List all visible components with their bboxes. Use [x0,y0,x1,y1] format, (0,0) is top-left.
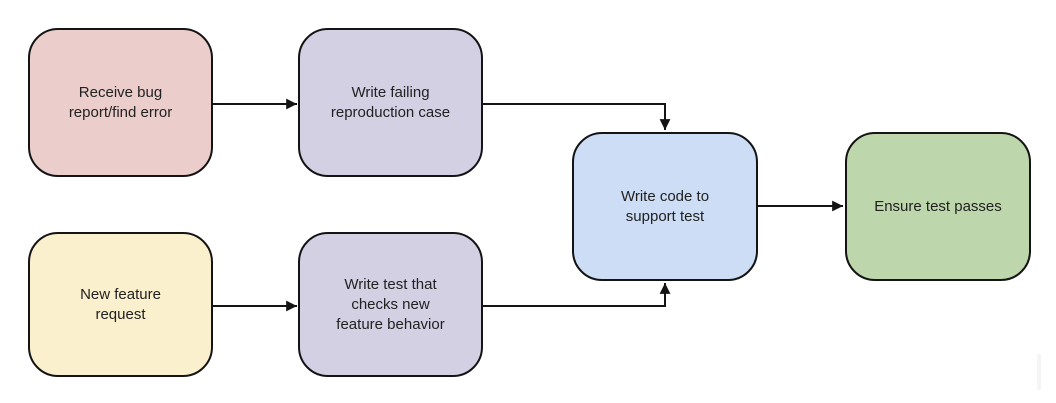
scrollbar-thumb[interactable] [1037,354,1041,390]
node-write-code-to-support-test: Write code to support test [572,132,758,281]
node-ensure-test-passes: Ensure test passes [845,132,1031,281]
node-label: New feature request [80,285,161,323]
arrow-failing-repro-to-write-code [483,103,671,130]
node-write-test-checks-new-feature: Write test that checks new feature behav… [298,232,483,377]
node-label: Ensure test passes [874,197,1002,215]
node-write-failing-reproduction-case: Write failing reproduction case [298,28,483,177]
node-label: Write code to support test [620,187,710,225]
arrow-write-test-to-write-code [483,283,671,307]
node-new-feature-request: New feature request [28,232,213,377]
node-receive-bug-report: Receive bug report/find error [28,28,213,177]
node-label: Write test that checks new feature behav… [336,275,445,333]
node-label: Receive bug report/find error [68,83,173,121]
node-label: Write failing reproduction case [330,83,451,121]
